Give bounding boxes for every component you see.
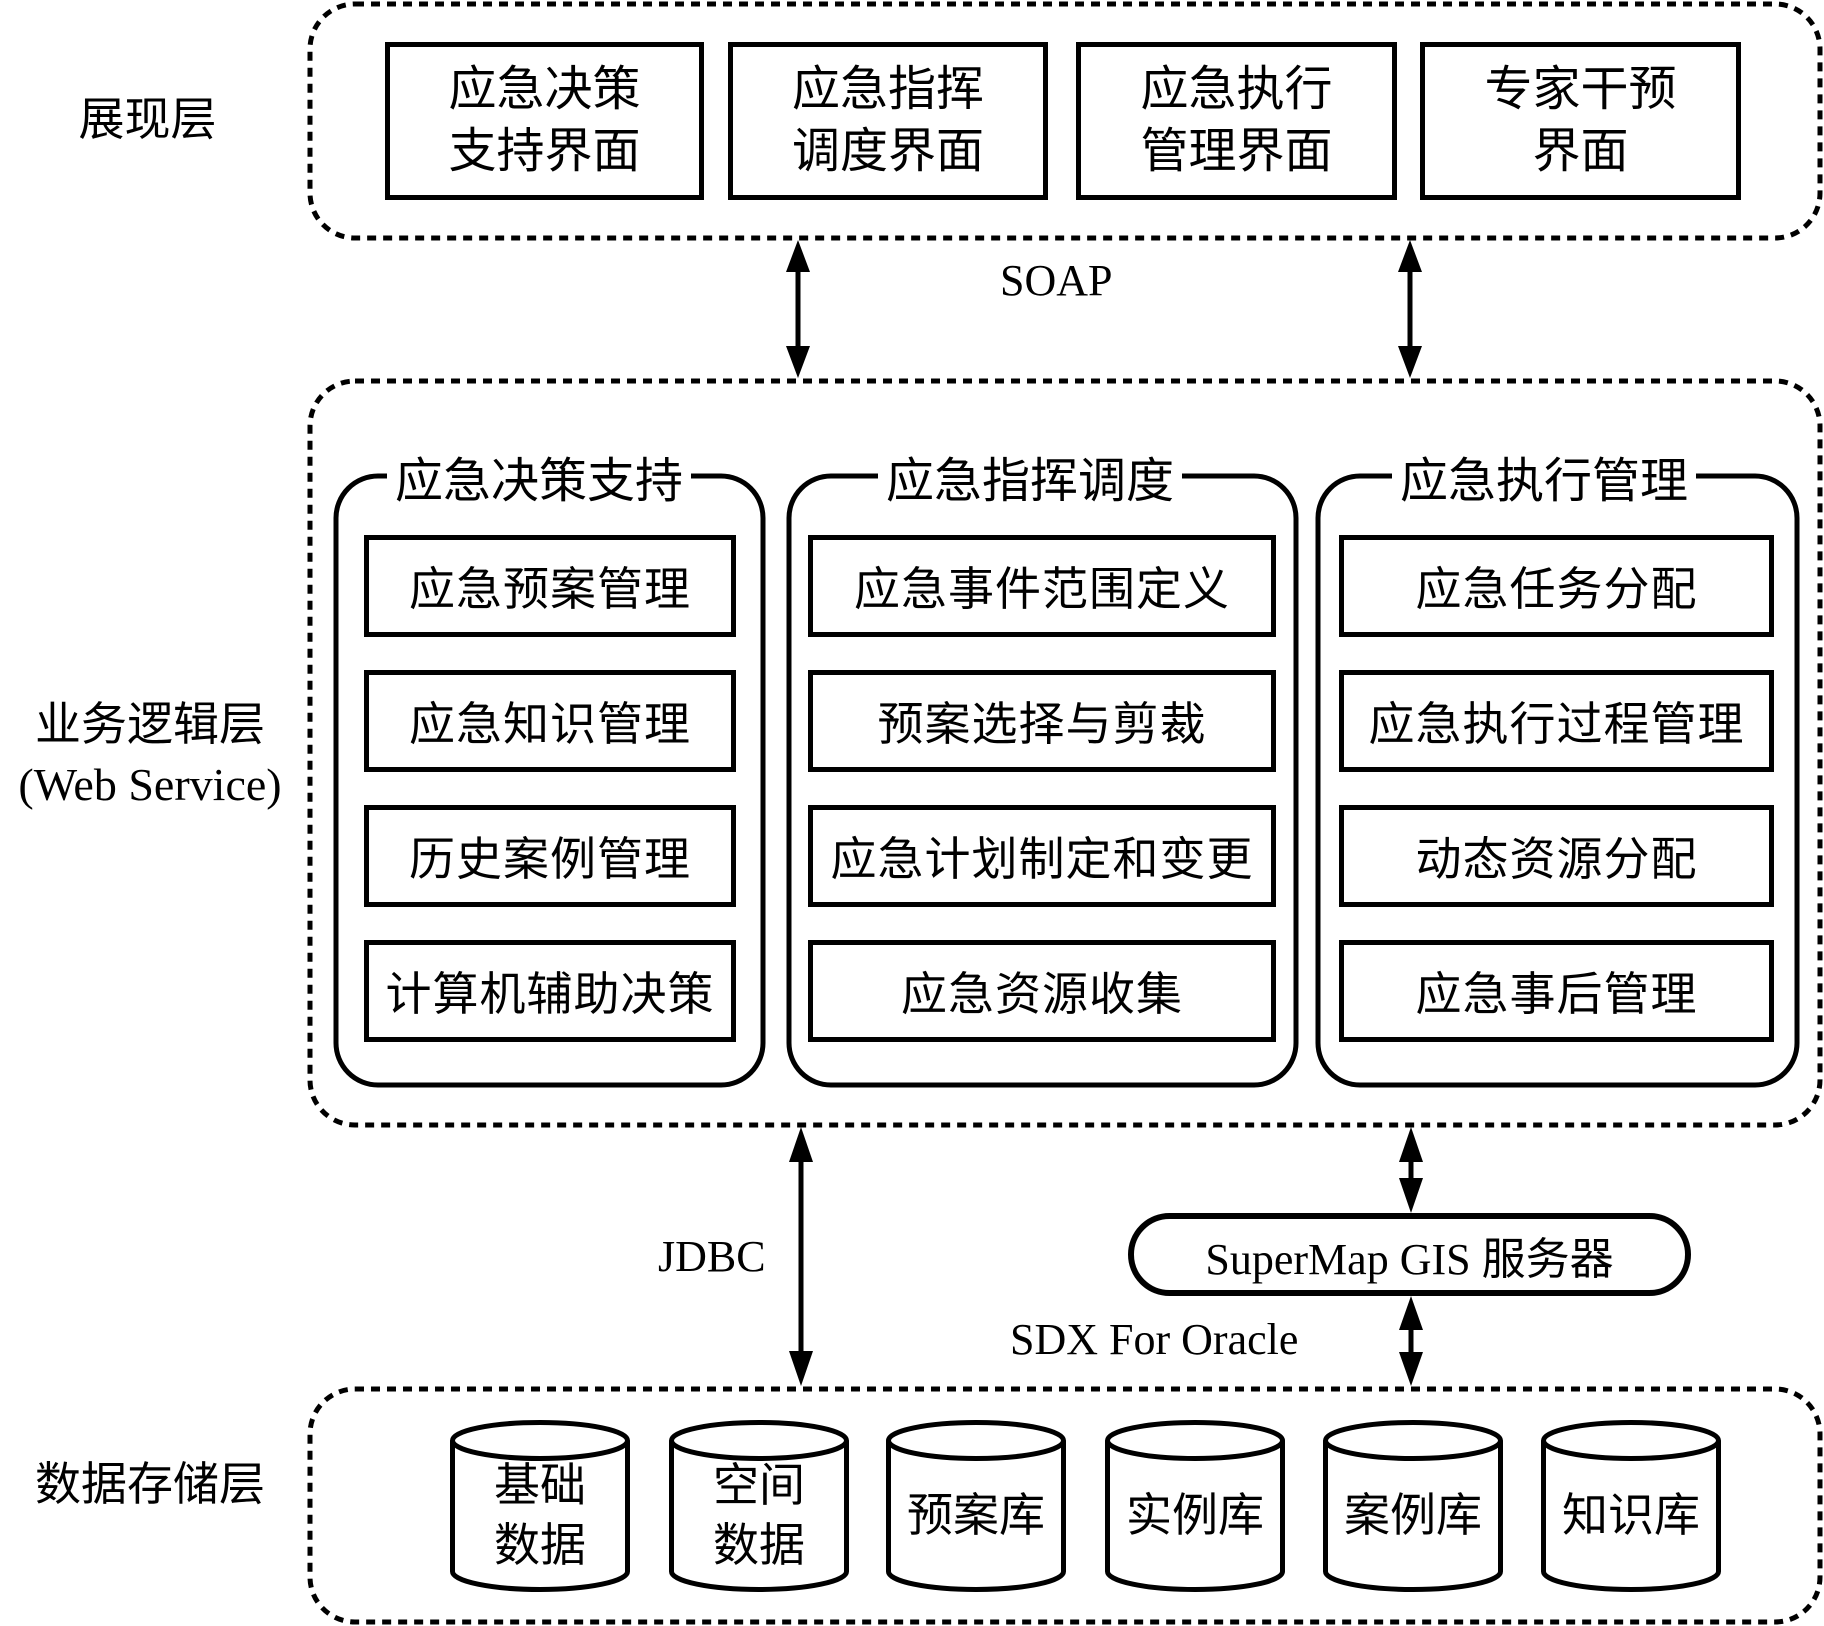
ui-box-line: 应急指挥 (791, 63, 984, 116)
database-basic-data: 基础数据 (450, 1420, 630, 1592)
gis-lower-arrow (1399, 1296, 1423, 1386)
business-layer-label-line2: (Web Service) (18, 759, 282, 810)
module-box: 历史案例管理 (364, 805, 736, 907)
database-label: 知识库 (1541, 1462, 1721, 1570)
storage-layer-label: 数据存储层 (35, 1459, 265, 1510)
business-layer-label-line1: 业务逻辑层 (35, 699, 265, 750)
database-label: 预案库 (886, 1462, 1066, 1570)
cylinder-icon (1323, 1420, 1503, 1592)
jdbc-label: JDBC (658, 1232, 766, 1281)
database-label-line: 知识库 (1562, 1490, 1700, 1541)
cylinder-icon (886, 1420, 1066, 1592)
soap-label: SOAP (1000, 256, 1113, 305)
database-label-line: 数据 (713, 1520, 805, 1571)
database-label: 空间数据 (669, 1460, 849, 1571)
sdx-label: SDX For Oracle (1010, 1315, 1299, 1364)
storage-layer-box (307, 1386, 1823, 1625)
database-label-line: 基础 (494, 1460, 586, 1511)
database-plan-library: 预案库 (886, 1420, 1066, 1592)
business-layer-box (307, 378, 1823, 1128)
group-title-command: 应急指挥调度 (878, 452, 1183, 512)
presentation-layer-box (307, 1, 1823, 241)
gis-server-node: SuperMap GIS 服务器 (1128, 1213, 1691, 1296)
ui-box-line: 应急执行 (1140, 63, 1333, 116)
ui-box-decision-support: 应急决策 支持界面 (385, 42, 704, 200)
module-box: 应急资源收集 (808, 940, 1276, 1042)
module-box: 计算机辅助决策 (364, 940, 736, 1042)
ui-box-command-dispatch: 应急指挥 调度界面 (728, 42, 1048, 200)
database-label-line: 案例库 (1344, 1490, 1482, 1541)
module-box: 应急事后管理 (1339, 940, 1774, 1042)
gis-upper-arrow (1399, 1127, 1423, 1213)
database-label: 基础数据 (450, 1460, 630, 1571)
database-label: 实例库 (1105, 1462, 1285, 1570)
ui-box-line: 专家干预 (1484, 63, 1677, 116)
database-label-line: 空间 (713, 1460, 805, 1511)
presentation-layer-label: 展现层 (78, 94, 217, 145)
database-label: 案例库 (1323, 1462, 1503, 1570)
module-box: 预案选择与剪裁 (808, 670, 1276, 772)
database-spatial-data: 空间数据 (669, 1420, 849, 1592)
ui-box-execution-management: 应急执行 管理界面 (1076, 42, 1397, 200)
module-box: 应急任务分配 (1339, 535, 1774, 637)
database-instance-library: 实例库 (1105, 1420, 1285, 1592)
module-box: 应急知识管理 (364, 670, 736, 772)
ui-box-line: 界面 (1532, 125, 1629, 178)
business-layer-label: 业务逻辑层 (Web Service) (0, 695, 300, 815)
cylinder-icon (1105, 1420, 1285, 1592)
database-label-line: 数据 (494, 1520, 586, 1571)
group-title-decision: 应急决策支持 (387, 452, 692, 512)
module-box: 应急计划制定和变更 (808, 805, 1276, 907)
cylinder-icon (450, 1420, 630, 1592)
module-box: 应急预案管理 (364, 535, 736, 637)
database-label-line: 实例库 (1126, 1490, 1264, 1541)
database-case-library: 案例库 (1323, 1420, 1503, 1592)
database-knowledge-library: 知识库 (1541, 1420, 1721, 1592)
cylinder-icon (1541, 1420, 1721, 1592)
ui-box-expert-intervention: 专家干预 界面 (1420, 42, 1741, 200)
module-box: 动态资源分配 (1339, 805, 1774, 907)
ui-box-line: 管理界面 (1140, 125, 1333, 178)
ui-box-line: 支持界面 (448, 125, 641, 178)
group-title-execution: 应急执行管理 (1392, 452, 1697, 512)
module-box: 应急执行过程管理 (1339, 670, 1774, 772)
soap-arrow-right (1398, 240, 1422, 378)
ui-box-line: 调度界面 (791, 125, 984, 178)
database-label-line: 预案库 (907, 1490, 1045, 1541)
cylinder-icon (669, 1420, 849, 1592)
ui-box-line: 应急决策 (448, 63, 641, 116)
soap-arrow-left (786, 240, 810, 378)
jdbc-arrow (789, 1127, 813, 1386)
module-box: 应急事件范围定义 (808, 535, 1276, 637)
